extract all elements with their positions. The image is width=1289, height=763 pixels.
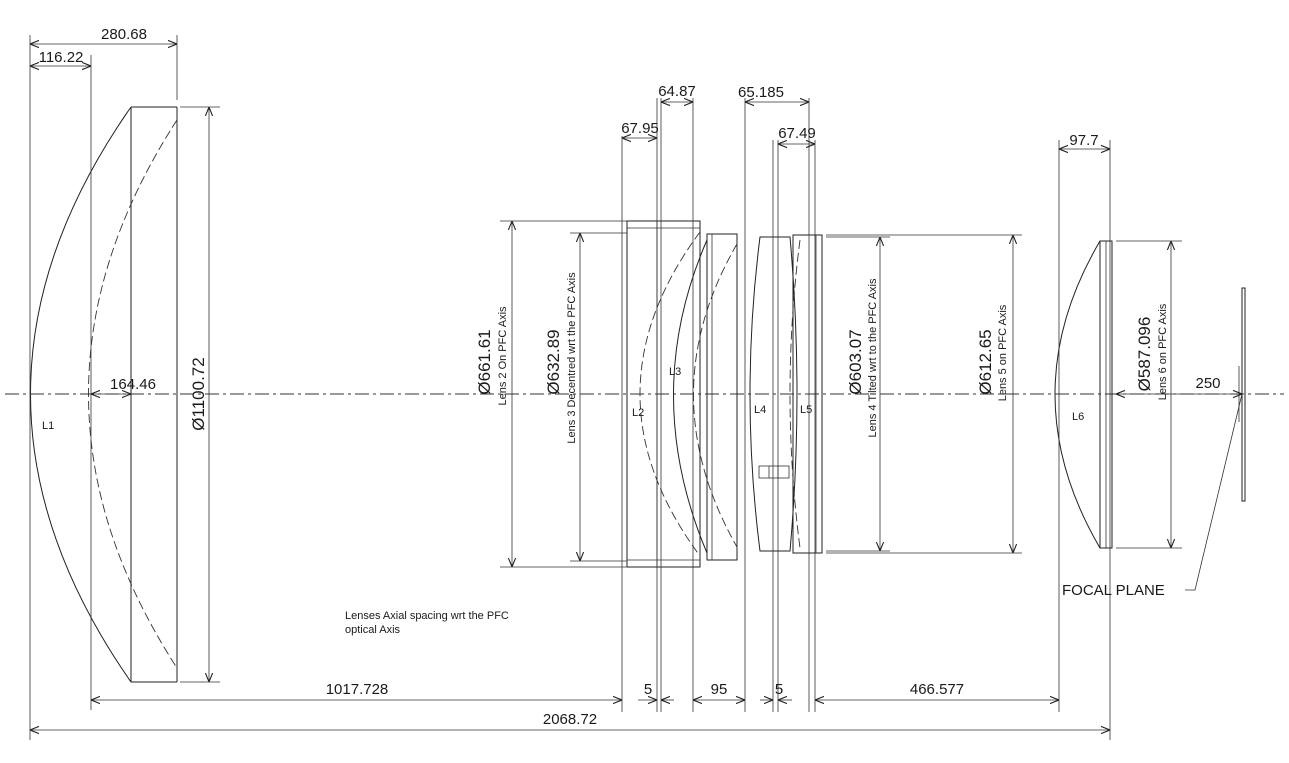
- lens-label-l6: L6: [1072, 411, 1084, 423]
- dimension-lines: [30, 44, 1242, 730]
- lens-l6: [1054, 240, 1113, 549]
- note-lens4: Lens 4 Tilted wrt to the PFC Axis: [867, 278, 879, 437]
- dim-l1-center: 164.46: [110, 376, 156, 393]
- dim-l5-diameter: Ø612.65: [976, 329, 995, 394]
- dim-total-length: 2068.72: [543, 711, 597, 728]
- lens-label-l1: L1: [42, 420, 54, 432]
- dim-l2-diameter: Ø661.61: [475, 329, 494, 394]
- dim-l6-diameter: Ø587.096: [1135, 317, 1154, 392]
- lens-label-l3: L3: [669, 366, 681, 378]
- lens-l5: [789, 234, 823, 554]
- dim-l2-thickness: 67.95: [621, 120, 659, 137]
- lens-l3: [673, 233, 738, 561]
- note-lens5: Lens 5 on PFC Axis: [997, 304, 1009, 401]
- lens-label-l4: L4: [754, 404, 766, 416]
- dim-gap-l2-l3: 5: [644, 681, 652, 698]
- spacing-note-line2: optical Axis: [345, 624, 401, 636]
- focal-plane: [1185, 287, 1246, 591]
- note-lens3: Lens 3 Decentred wrt the PFC Axis: [566, 272, 578, 444]
- extension-lines: [29, 35, 1182, 740]
- dim-l6-thickness: 97.7: [1069, 132, 1098, 149]
- dim-l1-diameter: Ø1100.72: [189, 357, 208, 430]
- focal-plane-label: FOCAL PLANE: [1062, 582, 1165, 599]
- dim-gap-l5-l6: 466.577: [910, 681, 964, 698]
- dim-gap-l3-l4: 95: [711, 681, 728, 698]
- dim-l4-diameter: Ø603.07: [846, 329, 865, 394]
- dim-gap-l1-l2: 1017.728: [326, 681, 389, 698]
- dim-focal-plane-height: 250: [1195, 375, 1220, 392]
- dim-l1-overall: 280.68: [101, 26, 147, 43]
- dim-l1-partial: 116.22: [39, 49, 84, 66]
- lens-l1: [30, 106, 178, 683]
- lens-label-l2: L2: [632, 407, 644, 419]
- dim-l3-thickness: 64.87: [658, 83, 696, 100]
- spacing-note-line1: Lenses Axial spacing wrt the PFC: [345, 610, 509, 622]
- dim-l5-thickness: 67.49: [778, 125, 816, 142]
- dim-l3-diameter: Ø632.89: [544, 329, 563, 394]
- lens-label-l5: L5: [800, 404, 812, 416]
- note-lens6: Lens 6 on PFC Axis: [1157, 303, 1169, 400]
- dim-l4-thickness: 65.185: [738, 84, 784, 101]
- note-lens2: Lens 2 On PFC Axis: [497, 306, 509, 406]
- dim-gap-l4-l5: 5: [775, 681, 783, 698]
